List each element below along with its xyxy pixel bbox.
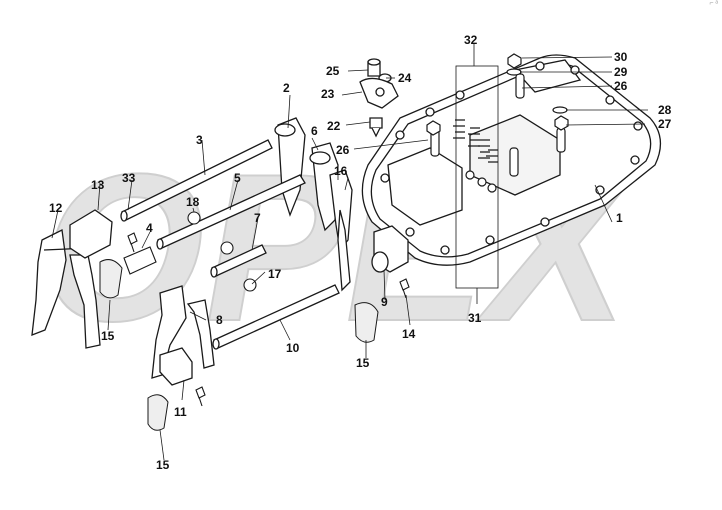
callout-14: 14 (402, 327, 416, 341)
callout-11: 11 (174, 405, 187, 419)
callout-15-center: 15 (356, 356, 370, 370)
callout-10: 10 (286, 341, 300, 355)
gate-pads (99, 259, 379, 431)
callout-8: 8 (216, 313, 223, 327)
callout-30: 30 (614, 50, 628, 64)
callout-15-bottom: 15 (156, 458, 170, 472)
callout-26-left: 26 (336, 143, 350, 157)
callout-6: 6 (311, 124, 318, 138)
corner-mark: ⌐ ᵃ (709, 0, 718, 7)
callout-24: 24 (398, 71, 412, 85)
callout-17: 17 (268, 267, 282, 281)
callout-15-left: 15 (101, 329, 115, 343)
callout-7: 7 (254, 211, 261, 225)
callout-3: 3 (196, 133, 203, 147)
callout-labels: 1 2 3 4 5 6 7 8 9 10 11 12 13 14 15 15 1… (49, 33, 672, 472)
callout-5: 5 (234, 171, 241, 185)
shift-forks (31, 209, 409, 386)
callout-9: 9 (381, 295, 388, 309)
callout-26-right: 26 (614, 79, 628, 93)
callout-31: 31 (468, 311, 482, 325)
callout-33: 33 (122, 171, 136, 185)
leader-lines (51, 44, 648, 461)
callout-28: 28 (658, 103, 672, 117)
callout-27: 27 (658, 117, 672, 131)
shift-rails (120, 139, 340, 350)
callout-25: 25 (326, 64, 340, 78)
callout-1: 1 (616, 211, 623, 225)
callout-16: 16 (334, 164, 348, 178)
callout-18: 18 (186, 195, 200, 209)
shift-lever-assembly (359, 58, 399, 138)
pins-and-nuts (426, 53, 569, 177)
callout-23: 23 (321, 87, 335, 101)
callout-2: 2 (283, 81, 290, 95)
callout-29: 29 (614, 65, 628, 79)
callout-32: 32 (464, 33, 478, 47)
callout-12: 12 (49, 201, 63, 215)
callout-13: 13 (91, 178, 105, 192)
callout-22: 22 (327, 119, 341, 133)
bolts-balls (123, 211, 410, 407)
callout-4: 4 (146, 221, 153, 235)
